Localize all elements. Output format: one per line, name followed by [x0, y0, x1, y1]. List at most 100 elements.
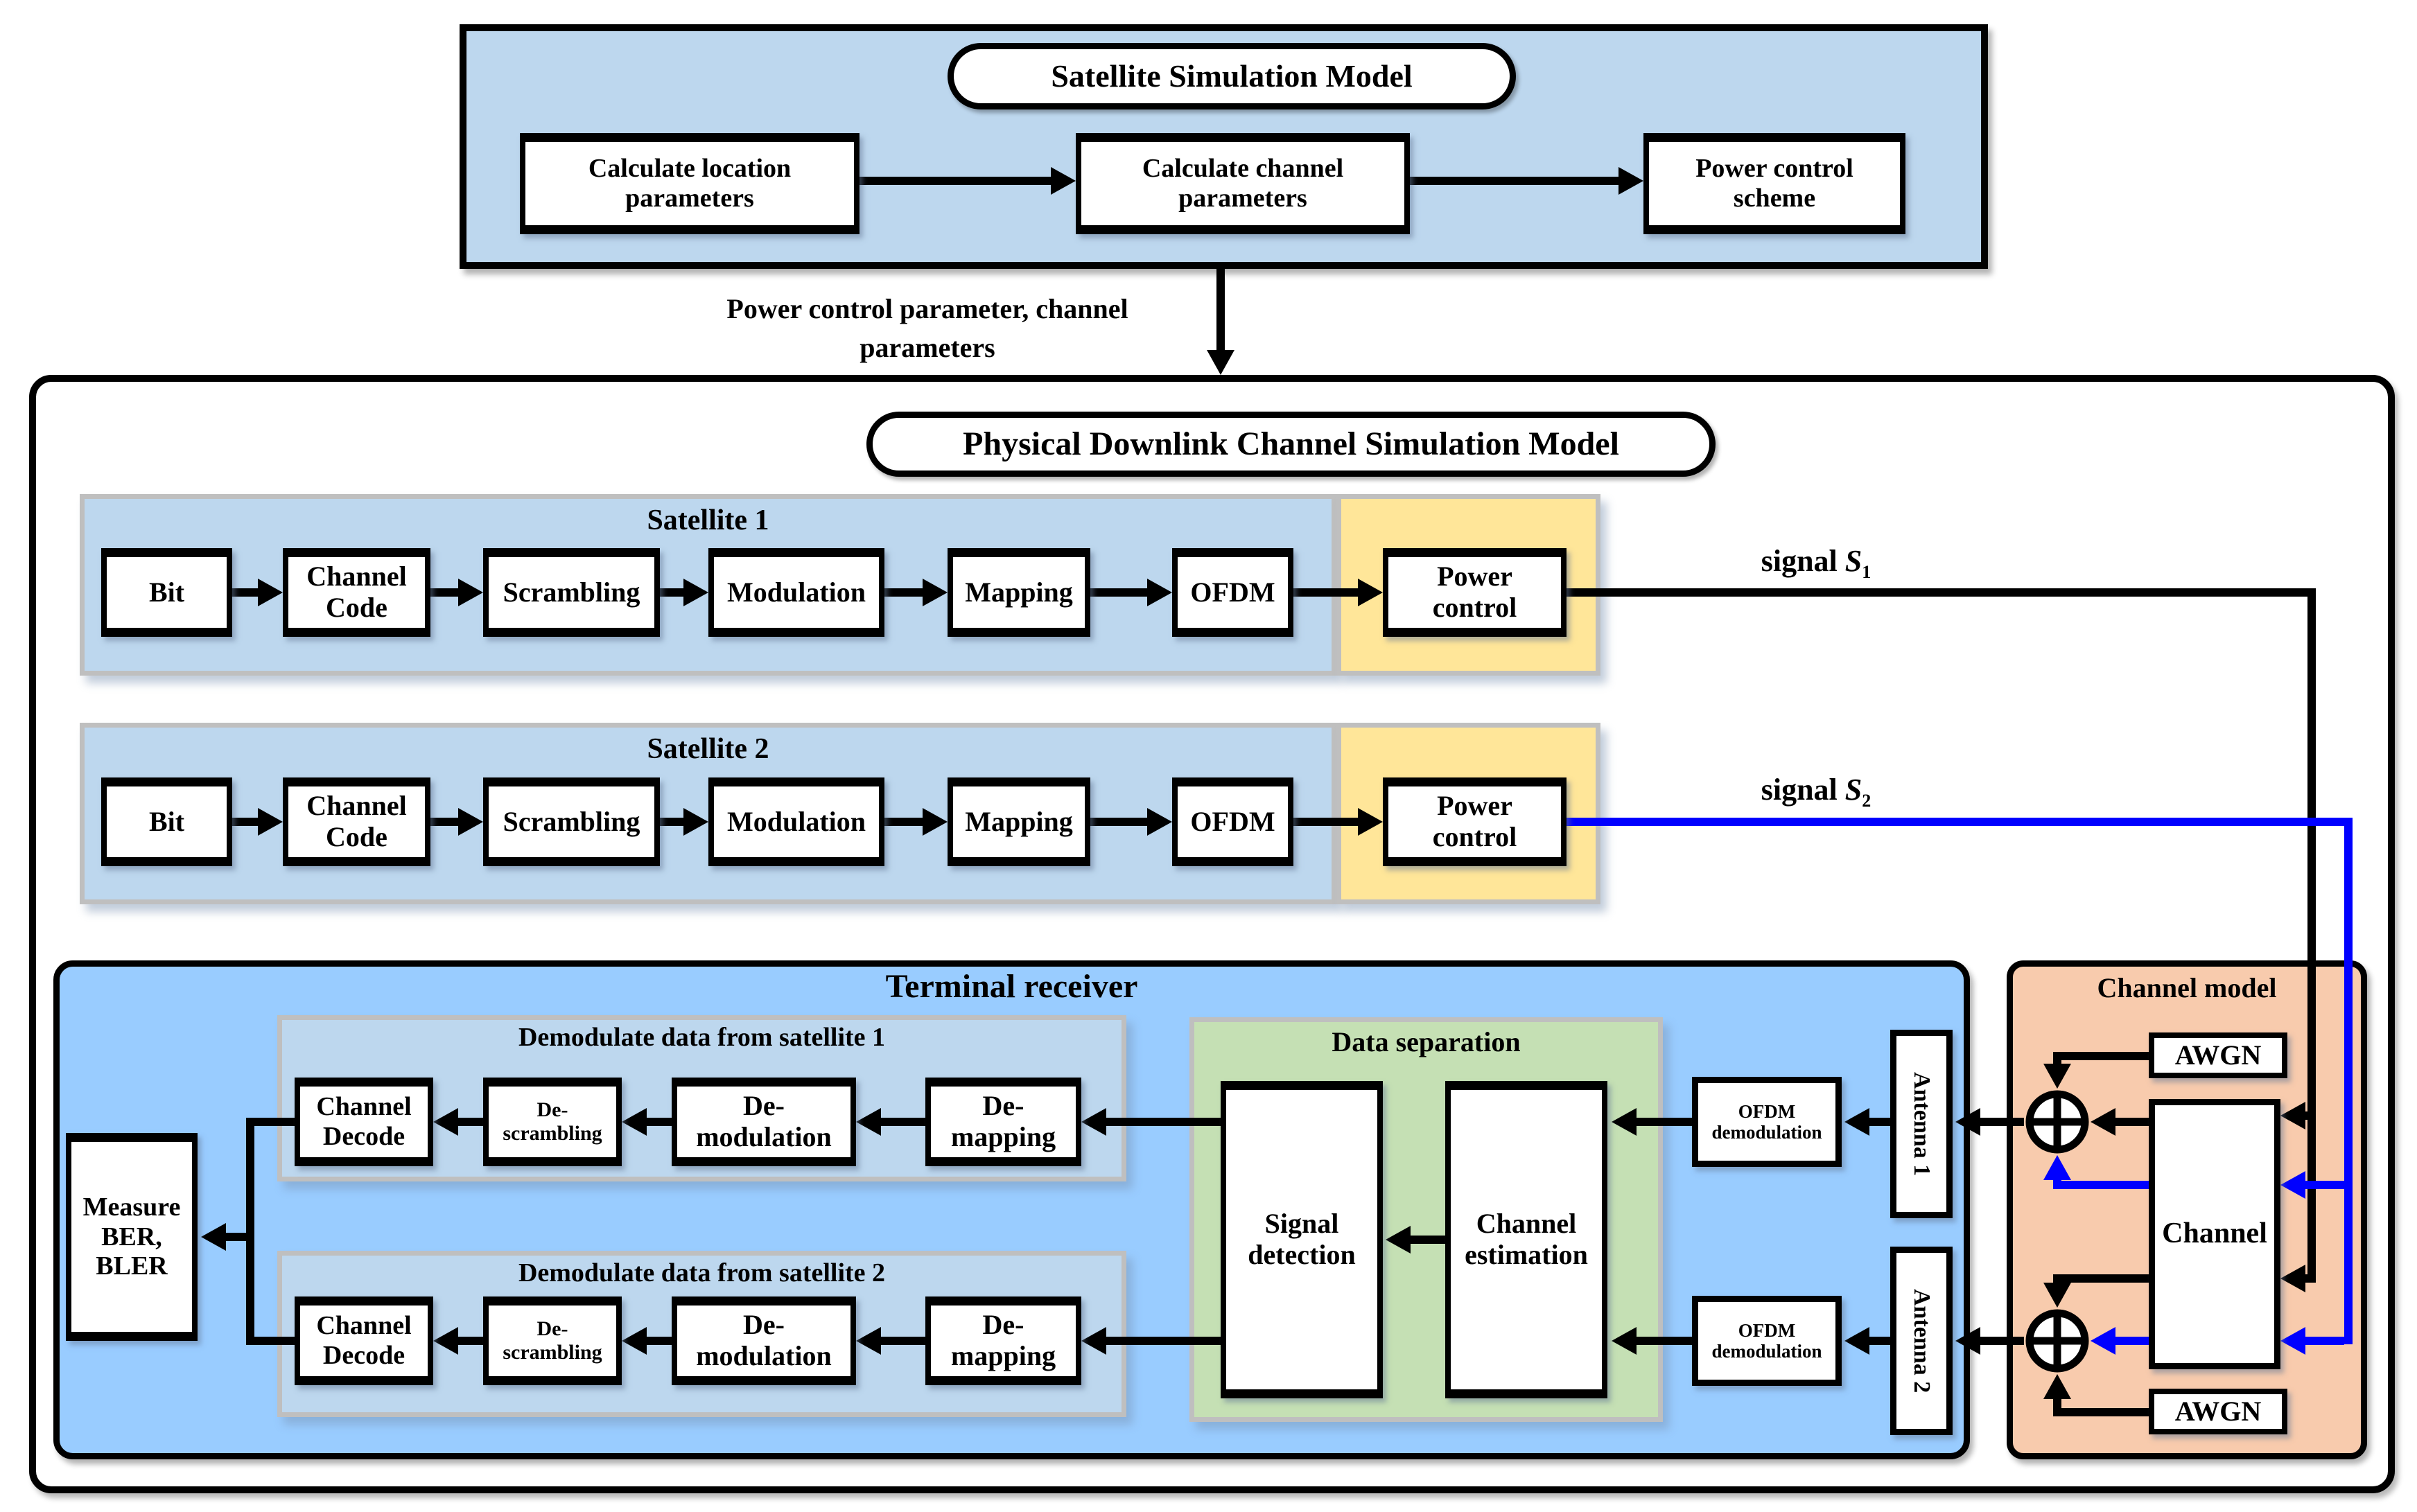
sat2-arrow3-head [683, 808, 708, 836]
measure-line1: Measure [82, 1193, 181, 1222]
sum2-to-antenna2-head [1955, 1327, 1980, 1355]
sat1-mapping-label: Mapping [965, 576, 1073, 608]
row1-demodulation-line2: modulation [696, 1121, 832, 1152]
sat2-arrow2-head [458, 808, 483, 836]
sat2-channel-code-box: Channel Code [283, 777, 430, 866]
sat2-modulation-box: Modulation [708, 777, 884, 866]
ofdm-demod2-line2: demodulation [1711, 1341, 1822, 1362]
sat2-arrow6-head [1358, 808, 1383, 836]
sat2-bit-label: Bit [148, 805, 185, 837]
row1-into-demapping-head [1081, 1108, 1106, 1136]
satellite1-label: Satellite 1 [647, 504, 769, 536]
row2-into-demapping-line [1106, 1337, 1221, 1345]
sum2-to-antenna2-line [1980, 1337, 2024, 1345]
sat1-arrow2-line [430, 588, 458, 597]
signal-s1-subscript: 1 [1862, 561, 1871, 582]
channel-estimation-line1: Channel [1476, 1208, 1577, 1240]
s2-channel-top-stub [2305, 1181, 2344, 1189]
channel-to-sum2-line [2053, 1274, 2149, 1283]
row1-demodulation-line1: De- [743, 1090, 785, 1122]
ofdm2-to-estimation-head [1612, 1327, 1637, 1355]
channel-box: Channel [2149, 1099, 2280, 1369]
into-measure-line [226, 1233, 250, 1241]
sat2-channel-code-line1: Channel [306, 790, 407, 822]
sum-junction2-icon [2025, 1309, 2089, 1373]
power-scheme-box: Power control scheme [1643, 133, 1905, 234]
ofdm-demodulation2-box: OFDM demodulation [1692, 1296, 1842, 1386]
row1-into-demapping-line [1106, 1118, 1221, 1126]
sat2-channel-code-line2: Code [326, 821, 387, 852]
awgn2-to-sum2-head [2043, 1374, 2071, 1399]
ofdm-demod2-line1: OFDM [1738, 1319, 1796, 1341]
row1-demodulation-box: De- modulation [672, 1078, 856, 1166]
sat2-mapping-box: Mapping [948, 777, 1090, 866]
sat1-channel-code-line1: Channel [306, 561, 407, 592]
antenna1-label: Antenna 1 [1909, 1071, 1935, 1177]
ofdm2-to-estimation-line [1637, 1337, 1692, 1345]
ofdm-demodulation1-box: OFDM demodulation [1692, 1077, 1842, 1167]
s1-channel-top-stub [2305, 1111, 2315, 1120]
ofdm-demod1-line2: demodulation [1711, 1122, 1822, 1143]
sum1-to-antenna1-head [1955, 1108, 1980, 1136]
row1-descrambling-line1: De- [536, 1098, 568, 1122]
sat2-power-control-box: Power control [1383, 777, 1567, 866]
channel-to-sum2-head [2043, 1283, 2071, 1308]
row2-into-descrambling-line [647, 1337, 672, 1345]
row1-demapping-line1: De- [982, 1090, 1024, 1122]
power-scheme-line1: Power control [1695, 154, 1853, 184]
sat2-ofdm-box: OFDM [1172, 777, 1293, 866]
sat1-bit-box: Bit [101, 548, 232, 637]
awgn1-box: AWGN [2149, 1032, 2287, 1078]
channel-blue-to-sum1-line [2053, 1181, 2149, 1189]
channel-blue-to-sum1-head [2043, 1155, 2071, 1180]
sat1-power-control-box: Power control [1383, 548, 1567, 637]
calc-channel-box: Calculate channel parameters [1076, 133, 1410, 234]
row2-demapping-box: De- mapping [925, 1296, 1081, 1385]
antenna1-box: Antenna 1 [1890, 1030, 1953, 1218]
estimation-to-detection-head [1386, 1226, 1411, 1254]
row1-into-channel-decode-head [433, 1108, 458, 1136]
top-step1-arrowhead [1051, 167, 1076, 195]
ofdm1-to-estimation-line [1637, 1118, 1692, 1126]
antenna2-to-ofdm2-line [1869, 1337, 1890, 1345]
sat1-mapping-box: Mapping [948, 548, 1090, 637]
row1-into-channel-decode-line [458, 1118, 483, 1126]
downlink-title: Physical Downlink Channel Simulation Mod… [963, 425, 1619, 462]
sat2-arrow1-head [258, 808, 283, 836]
data-separation-title: Data separation [1332, 1026, 1521, 1057]
signal-detection-line1: Signal [1264, 1208, 1339, 1240]
sat2-bit-box: Bit [101, 777, 232, 866]
parameters-output-line2: parameters [860, 332, 995, 363]
sat1-arrow1-line [232, 588, 258, 597]
signal-s2-line-horizontal [1563, 818, 2353, 826]
s1-channel-bottom-stub [2305, 1274, 2315, 1283]
sat2-arrow6-line [1293, 818, 1358, 826]
s2-channel-bottom-stub [2305, 1337, 2344, 1345]
row2-demapping-line1: De- [982, 1309, 1024, 1341]
row1-decode-line2: Decode [322, 1122, 405, 1151]
demodulate-sat1-title: Demodulate data from satellite 1 [518, 1023, 886, 1052]
satellite-simulation-title: Satellite Simulation Model [1051, 58, 1413, 94]
antenna2-label: Antenna 2 [1909, 1288, 1935, 1394]
signal-s1-line-horizontal [1563, 588, 2316, 597]
sat2-arrow5-line [1090, 818, 1147, 826]
satellite2-label: Satellite 2 [647, 733, 769, 765]
signal-detection-line2: detection [1248, 1239, 1356, 1270]
signal-s2-symbol: S [1844, 773, 1862, 807]
calc-location-box: Calculate location parameters [520, 133, 860, 234]
row2-into-descrambling-head [622, 1327, 647, 1355]
calc-channel-line1: Calculate channel [1142, 154, 1344, 184]
sat1-modulation-box: Modulation [708, 548, 884, 637]
row2-into-demodulation-head [856, 1327, 881, 1355]
awgn1-to-sum1-head [2043, 1064, 2071, 1089]
row1-into-demodulation-line [881, 1118, 925, 1126]
sat2-scrambling-box: Scrambling [483, 777, 660, 866]
antenna2-box: Antenna 2 [1890, 1247, 1953, 1435]
sat1-ofdm-label: OFDM [1190, 576, 1275, 608]
calc-location-line2: parameters [625, 184, 754, 213]
estimation-to-detection-line [1411, 1236, 1445, 1244]
sat1-power-line1: Power [1437, 561, 1512, 592]
row2-demodulation-box: De- modulation [672, 1296, 856, 1385]
row1-decode-out-stub [246, 1118, 295, 1126]
ofdm-demod1-line1: OFDM [1738, 1100, 1796, 1122]
